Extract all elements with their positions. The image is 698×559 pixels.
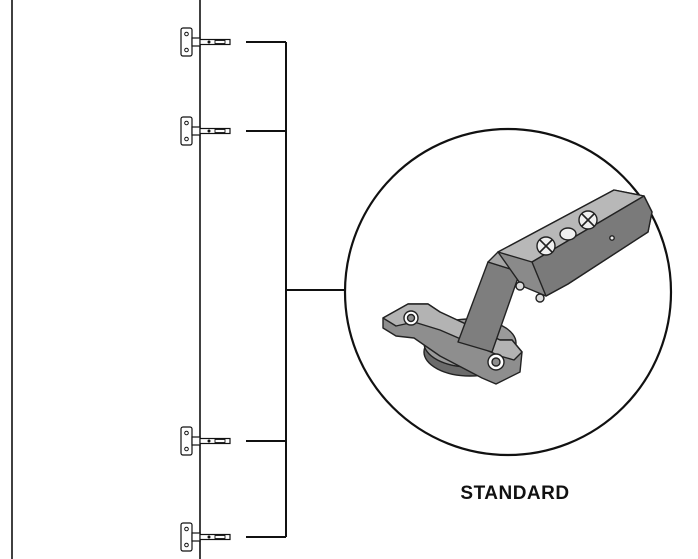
hinge-upper — [180, 116, 231, 146]
cabinet-door — [11, 0, 201, 559]
hinge-type-caption: STANDARD — [460, 483, 570, 504]
hinge-lower — [180, 426, 231, 456]
hinge-bottom — [180, 522, 231, 552]
bracket-connector — [246, 41, 345, 538]
magnified-hinge-illustration — [382, 189, 653, 385]
hinge-top — [180, 27, 231, 57]
